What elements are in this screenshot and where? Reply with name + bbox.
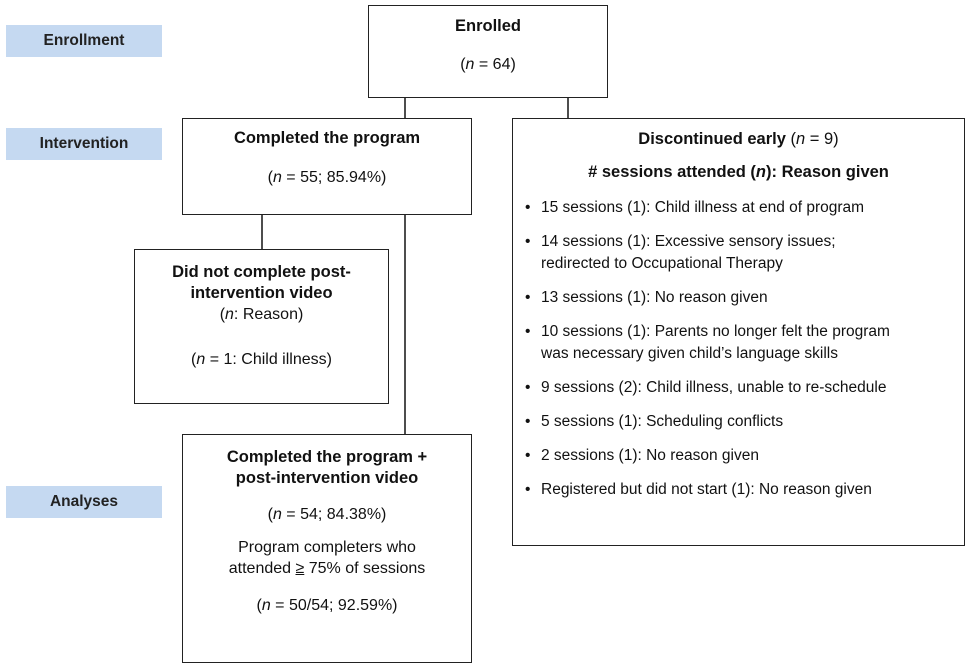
completed-with-video-box: Completed the program + post-interventio…	[182, 434, 472, 663]
completers-text: attended	[228, 560, 296, 577]
paren: (	[256, 597, 262, 614]
completed-program-stat: (n = 55; 85.94%)	[183, 167, 471, 188]
stage-label-text: Analyses	[49, 493, 119, 510]
stat-value: = 55; 85.94%)	[281, 169, 387, 186]
n-symbol: n	[272, 169, 282, 186]
stage-label-intervention: Intervention	[6, 128, 162, 160]
stage-label-text: Intervention	[39, 135, 129, 152]
reason-line1: 10 sessions (1): Parents no longer felt …	[541, 323, 890, 340]
completed-with-video-title-line1: Completed the program +	[226, 448, 428, 466]
list-item: 9 sessions (2): Child illness, unable to…	[513, 377, 964, 399]
greater-equal-symbol: ≥	[295, 560, 305, 577]
discontinued-subtitle: # sessions attended (n): Reason given	[513, 162, 964, 183]
list-item: 2 sessions (1): No reason given	[513, 445, 964, 467]
subtitle-text: # sessions attended (	[588, 163, 756, 181]
paren: (	[785, 130, 797, 148]
list-item: 10 sessions (1): Parents no longer felt …	[513, 321, 964, 365]
enrolled-count: (n = 64)	[369, 54, 607, 75]
stage-label-enrollment: Enrollment	[6, 25, 162, 57]
no-post-video-box: Did not complete post- intervention vide…	[134, 249, 389, 404]
paren: (	[267, 506, 273, 523]
stat-value: = 50/54; 92.59%)	[270, 597, 398, 614]
stat-value: = 1: Child illness)	[205, 351, 332, 368]
no-post-video-stat: (n = 1: Child illness)	[135, 349, 388, 370]
list-item: Registered but did not start (1): No rea…	[513, 479, 964, 501]
completed-program-box: Completed the program (n = 55; 85.94%)	[182, 118, 472, 215]
completers-stat: (n = 50/54; 92.59%)	[183, 595, 471, 616]
reason-line1: 9 sessions (2): Child illness, unable to…	[541, 379, 887, 396]
reason-line1: 13 sessions (1): No reason given	[541, 289, 768, 306]
count-value: = 64)	[474, 56, 516, 73]
completers-line1: Program completers who	[238, 539, 416, 556]
completed-with-video-stat: (n = 54; 84.38%)	[183, 504, 471, 525]
no-post-video-title-line2: intervention video	[190, 284, 333, 302]
discontinued-box: Discontinued early (n = 9) # sessions at…	[512, 118, 965, 546]
paren: (	[191, 351, 197, 368]
enrolled-box: Enrolled (n = 64)	[368, 5, 608, 98]
enrolled-title: Enrolled	[454, 17, 521, 35]
list-item: 15 sessions (1): Child illness at end of…	[513, 197, 964, 219]
stat-value: = 54; 84.38%)	[281, 506, 387, 523]
reason-line1: Registered but did not start (1): No rea…	[541, 481, 872, 498]
discontinued-count: = 9)	[805, 130, 839, 148]
reason-line1: 14 sessions (1): Excessive sensory issue…	[541, 233, 836, 250]
completers-text: 75% of sessions	[304, 560, 426, 577]
no-post-video-title-line1: Did not complete post-	[172, 263, 351, 281]
discontinued-title: Discontinued early (n = 9)	[513, 129, 964, 150]
n-symbol: n	[272, 506, 282, 523]
completed-with-video-title-line2: post-intervention video	[235, 469, 419, 487]
reason-line1: 15 sessions (1): Child illness at end of…	[541, 199, 865, 216]
list-item: 13 sessions (1): No reason given	[513, 287, 964, 309]
stage-label-text: Enrollment	[43, 32, 125, 49]
paren: (	[219, 306, 226, 323]
subtitle-text: ): Reason given	[766, 163, 889, 181]
n-symbol: n	[196, 351, 206, 368]
n-symbol: n	[465, 56, 475, 73]
list-item: 5 sessions (1): Scheduling conflicts	[513, 411, 964, 433]
reason-line2: was necessary given child’s language ski…	[541, 345, 838, 362]
list-item: 14 sessions (1): Excessive sensory issue…	[513, 231, 964, 275]
reason-header-text: : Reason)	[233, 306, 304, 323]
no-post-video-reason-header: (n: Reason)	[135, 304, 388, 325]
n-symbol: n	[796, 130, 806, 148]
reason-line1: 2 sessions (1): No reason given	[541, 447, 759, 464]
discontinued-reasons-list: 15 sessions (1): Child illness at end of…	[513, 197, 964, 501]
stage-label-analyses: Analyses	[6, 486, 162, 518]
paren: (	[267, 169, 273, 186]
reason-line2: redirected to Occupational Therapy	[541, 255, 783, 272]
n-symbol: n	[225, 306, 234, 323]
n-symbol: n	[755, 163, 767, 181]
completed-program-title: Completed the program	[233, 129, 421, 147]
reason-line1: 5 sessions (1): Scheduling conflicts	[541, 413, 784, 430]
completers-line2: attended ≥ 75% of sessions	[183, 558, 471, 579]
discontinued-title-text: Discontinued early	[638, 130, 786, 148]
n-symbol: n	[261, 597, 271, 614]
paren: (	[460, 56, 466, 73]
